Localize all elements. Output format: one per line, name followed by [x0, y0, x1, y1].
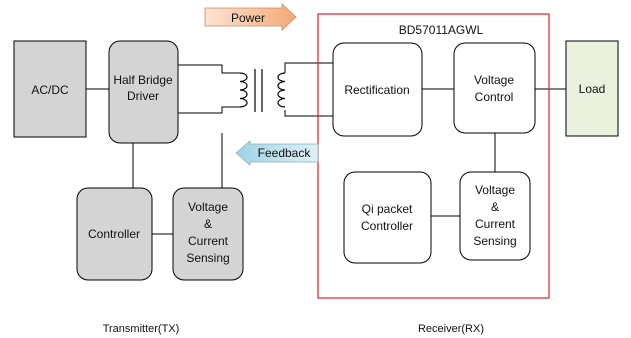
transmitter-caption: Transmitter(TX) — [103, 323, 180, 335]
chip-title: BD57011AGWL — [399, 23, 484, 37]
qi-controller-label-1: Qi packet — [362, 202, 413, 216]
receiver-caption: Receiver(RX) — [418, 323, 484, 335]
half-bridge-label-line2: Driver — [127, 89, 159, 103]
rx-sensing-label-4: Sensing — [473, 234, 516, 248]
tx-controller-label: Controller — [88, 227, 140, 241]
feedback-arrow[interactable]: Feedback — [235, 140, 319, 166]
voltage-control-label-1: Voltage — [474, 73, 514, 87]
rx-sensing-label-1: Voltage — [475, 183, 515, 197]
rectification-block[interactable]: Rectification — [332, 42, 423, 137]
tx-controller-block[interactable]: Controller — [76, 187, 153, 281]
connection-lines — [86, 62, 566, 235]
power-arrow[interactable]: Power — [204, 3, 297, 31]
rx-sensing-label-3: Current — [475, 217, 516, 231]
qi-controller-label-2: Controller — [361, 219, 413, 233]
acdc-label: AC/DC — [31, 83, 69, 97]
tx-sensing-label-2: & — [204, 217, 212, 231]
voltage-control-label-2: Control — [475, 90, 514, 104]
power-label: Power — [231, 11, 265, 25]
tx-sensing-block[interactable]: Voltage & Current Sensing — [172, 187, 244, 281]
feedback-label: Feedback — [258, 146, 312, 160]
transformer-icon — [239, 69, 286, 112]
half-bridge-driver-block[interactable]: Half Bridge Driver — [108, 40, 179, 144]
tx-sensing-label-1: Voltage — [188, 200, 228, 214]
load-block[interactable]: Load — [565, 40, 619, 137]
rectification-label: Rectification — [344, 83, 409, 97]
rx-sensing-block[interactable]: Voltage & Current Sensing — [459, 171, 531, 261]
rx-sensing-label-2: & — [491, 200, 499, 214]
half-bridge-label: Half Bridge — [113, 73, 173, 87]
tx-sensing-label-4: Sensing — [186, 251, 229, 265]
tx-sensing-label-3: Current — [188, 234, 229, 248]
qi-controller-block[interactable]: Qi packet Controller — [343, 171, 432, 264]
load-label: Load — [579, 82, 606, 96]
voltage-control-block[interactable]: Voltage Control — [453, 42, 536, 134]
acdc-block[interactable]: AC/DC — [13, 40, 87, 138]
